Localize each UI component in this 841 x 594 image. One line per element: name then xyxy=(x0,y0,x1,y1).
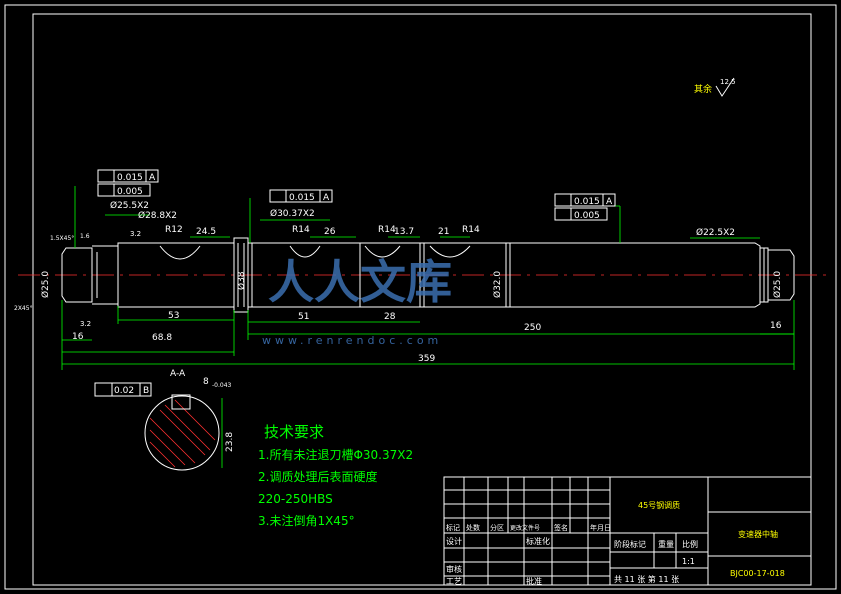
dim-28: 28 xyxy=(384,312,396,322)
tb-row-zone: 分区 xyxy=(490,523,504,532)
dim-24-5: 24.5 xyxy=(196,227,216,237)
tol-datum-1: A xyxy=(149,173,156,183)
dim-250: 250 xyxy=(524,323,541,333)
tb-part-name: 变速器中轴 xyxy=(738,529,778,539)
tb-approve: 批准 xyxy=(526,576,542,586)
dim-68-8: 68.8 xyxy=(152,333,172,343)
tolerance-frame-left xyxy=(97,169,159,197)
tb-process: 工艺 xyxy=(446,577,462,586)
dim-16-right: 16 xyxy=(770,321,782,331)
tb-weight-label: 重量 xyxy=(658,539,674,549)
watermark-url: www.renrendoc.com xyxy=(262,334,442,347)
tech-title: 技术要求 xyxy=(264,423,324,441)
tb-row-sign: 签名 xyxy=(554,523,568,532)
dim-chamfer-top: 1.5X45° xyxy=(50,235,74,242)
dim-dia-25-left: Ø25.0 xyxy=(40,271,51,298)
tb-material: 45号钢调质 xyxy=(638,500,680,510)
tb-row-date: 年月日 xyxy=(590,523,611,532)
tb-sheet-info: 共 11 张 第 11 张 xyxy=(614,574,679,584)
dim-51: 51 xyxy=(298,312,309,322)
tol-value-1: 0.015 xyxy=(117,173,143,183)
dim-21: 21 xyxy=(438,227,449,237)
section-tol-value: 0.02 xyxy=(114,386,134,396)
dim-d22-5: Ø22.5X2 xyxy=(696,227,735,238)
dim-r14-c: R14 xyxy=(462,225,480,235)
roughness-symbol xyxy=(715,77,735,97)
dim-13-7: 13.7 xyxy=(394,227,414,237)
tb-check: 审核 xyxy=(446,564,462,574)
tech-item-2: 2.调质处理后表面硬度 xyxy=(258,469,377,484)
dim-r12: R12 xyxy=(165,225,183,235)
dim-d25-5: Ø25.5X2 xyxy=(110,200,149,211)
tolerance-frame-mid xyxy=(269,189,333,203)
section-tol-datum: B xyxy=(143,386,149,396)
tb-drawing-no: BJC00-17-018 xyxy=(730,569,785,578)
tol-datum-4: A xyxy=(606,197,613,207)
dim-r14-a: R14 xyxy=(292,225,310,235)
dim-26: 26 xyxy=(324,227,336,237)
dim-16-left: 16 xyxy=(72,332,84,342)
outer-frame xyxy=(4,4,837,590)
tb-design: 设计 xyxy=(446,536,462,546)
section-a-a xyxy=(94,382,223,471)
tol-value-2: 0.005 xyxy=(117,187,143,197)
tb-standardize: 标准化 xyxy=(526,536,550,546)
dim-d28-8: Ø28.8X2 xyxy=(138,210,177,221)
dim-d30-37: Ø30.37X2 xyxy=(270,208,315,219)
keyway-width: 8 xyxy=(203,377,209,387)
tol-value-5: 0.005 xyxy=(574,211,600,221)
tb-row-change: 更改文件号 xyxy=(510,524,540,532)
tb-scale: 1:1 xyxy=(682,557,695,566)
title-block xyxy=(443,476,812,586)
roughness-value: 12.5 xyxy=(720,78,736,86)
tol-value-4: 0.015 xyxy=(574,197,600,207)
dim-r14-b: R14 xyxy=(378,225,396,235)
dim-chamfer-left: 2X45° xyxy=(14,305,33,312)
roughness-note: 其余 xyxy=(694,83,712,95)
drawing-border xyxy=(32,13,812,586)
tol-datum-3: A xyxy=(323,193,330,203)
dim-dia-38: Ø38 xyxy=(236,271,247,290)
dim-dia-25-right: Ø25.0 xyxy=(772,271,783,298)
tech-item-4: 3.未注倒角1X45° xyxy=(258,513,355,528)
dim-roughness-3-2b: 3.2 xyxy=(80,320,91,328)
tech-item-3: 220-250HBS xyxy=(258,492,333,506)
section-depth: 23.8 xyxy=(225,432,235,452)
tb-scale-label: 比例 xyxy=(682,539,698,549)
dim-359: 359 xyxy=(418,354,435,364)
tolerance-frame-right xyxy=(554,193,616,221)
tb-stage-label: 阶段标记 xyxy=(614,539,646,549)
tol-value-3: 0.015 xyxy=(289,193,315,203)
dim-roughness-3-2: 3.2 xyxy=(130,230,141,238)
section-label: A-A xyxy=(170,369,186,379)
keyway-tol: -0.043 xyxy=(212,382,232,389)
dim-roughness-1-6: 1.6 xyxy=(80,233,90,240)
watermark-text: 人人文库 xyxy=(268,255,452,309)
dim-53: 53 xyxy=(168,311,179,321)
tb-row-count: 处数 xyxy=(466,523,480,532)
shaft-outline xyxy=(61,237,795,313)
dim-dia-32: Ø32.0 xyxy=(492,271,503,298)
tb-row-mark: 标记 xyxy=(446,523,460,532)
tech-item-1: 1.所有未注退刀槽Φ30.37X2 xyxy=(258,447,413,462)
